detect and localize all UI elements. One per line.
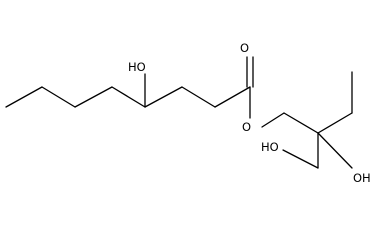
hydroxyl-label-top: HO — [128, 60, 146, 74]
bond-cq-ch2-ethyl — [317, 112, 353, 134]
skeletal-formula: HO O O HO OH — [5, 41, 371, 185]
ester-oxygen-label: O — [242, 120, 251, 134]
bond-c2-c1 — [214, 86, 251, 108]
bond-c4-c3 — [144, 86, 183, 108]
hydroxyl-label-left: HO — [261, 140, 279, 154]
bond-cq-ch2-right — [317, 132, 353, 169]
carbonyl-oxygen-label: O — [240, 41, 249, 55]
bond-c3-c2 — [181, 86, 216, 108]
bond-ch2-oh-left — [282, 149, 319, 169]
bond-c7-c6 — [41, 86, 76, 108]
bond-c8-c7 — [5, 86, 43, 108]
bond-c5-c4 — [111, 86, 146, 108]
bond-ester-o-ch2 — [261, 112, 285, 128]
bond-ch2-cq — [283, 112, 319, 134]
hydroxyl-label-right: OH — [353, 171, 371, 185]
bond-c6-c5 — [74, 86, 113, 108]
